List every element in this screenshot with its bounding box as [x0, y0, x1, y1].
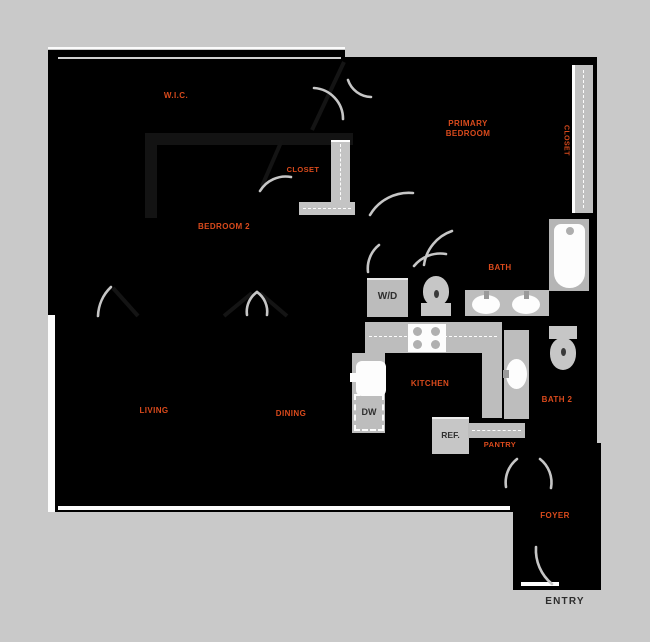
entry-label: ENTRY	[545, 595, 585, 607]
foyer-label: FOYER	[540, 510, 570, 520]
burner	[413, 327, 422, 336]
vanity-sink-right	[512, 295, 540, 314]
primary-bedroom-label: PRIMARY BEDROOM	[436, 115, 500, 143]
closet-rod-dashed	[583, 70, 584, 208]
dining-label: DINING	[275, 408, 307, 418]
kitchen-counter-right	[482, 353, 502, 418]
faucet	[524, 291, 529, 299]
vanity-sink-left	[472, 295, 500, 314]
bedroom-closet-label: CLOSET	[286, 164, 320, 174]
refrigerator	[432, 417, 469, 454]
unit-left-block	[48, 50, 345, 512]
pantry-dashed	[472, 430, 521, 431]
closet-rod-dashed	[340, 144, 341, 200]
wic-label: W.I.C.	[163, 91, 189, 100]
toilet-tank	[549, 326, 577, 339]
window-left	[48, 315, 55, 512]
unit-lower-middle-block	[345, 443, 513, 512]
dishwasher-label: DW	[361, 407, 377, 417]
window-top	[48, 47, 345, 49]
toilet-tank	[421, 303, 451, 316]
washer-dryer-label: W/D	[377, 291, 398, 302]
refrigerator-label: REF.	[441, 429, 460, 440]
window-bottom	[58, 506, 510, 510]
bath2-label: BATH 2	[541, 394, 573, 404]
interior-wall	[183, 133, 353, 145]
kitchen-label: KITCHEN	[410, 378, 450, 388]
entry-threshold	[521, 582, 559, 586]
window-top-inner	[58, 57, 341, 59]
burner	[431, 327, 440, 336]
toilet-dot	[561, 348, 566, 356]
primary-closet-label: CLOSET	[562, 124, 570, 156]
bath2-sink	[506, 359, 527, 389]
closet-front-line	[572, 65, 575, 213]
burner	[431, 340, 440, 349]
pantry-label: PANTRY	[483, 440, 517, 450]
burner	[413, 340, 422, 349]
interior-wall	[145, 133, 183, 145]
interior-wall	[145, 133, 157, 218]
primary-line2: BEDROOM	[445, 129, 491, 138]
kitchen-sink	[356, 361, 386, 396]
tub-faucet	[566, 227, 574, 235]
bedroom-label: BEDROOM 2	[197, 222, 251, 231]
faucet	[484, 291, 489, 299]
primary-line1: PRIMARY	[448, 119, 488, 128]
dishwasher	[354, 394, 384, 431]
entry-corridor	[513, 443, 601, 590]
closet-rod-dashed	[303, 208, 351, 209]
toilet-dot	[434, 290, 439, 298]
bath-label: BATH	[488, 263, 512, 272]
faucet	[503, 370, 509, 378]
living-label: LIVING	[139, 405, 169, 415]
closet-slab	[575, 65, 593, 213]
kitchen-sink-tab	[350, 373, 358, 382]
washer-dryer	[367, 278, 408, 317]
